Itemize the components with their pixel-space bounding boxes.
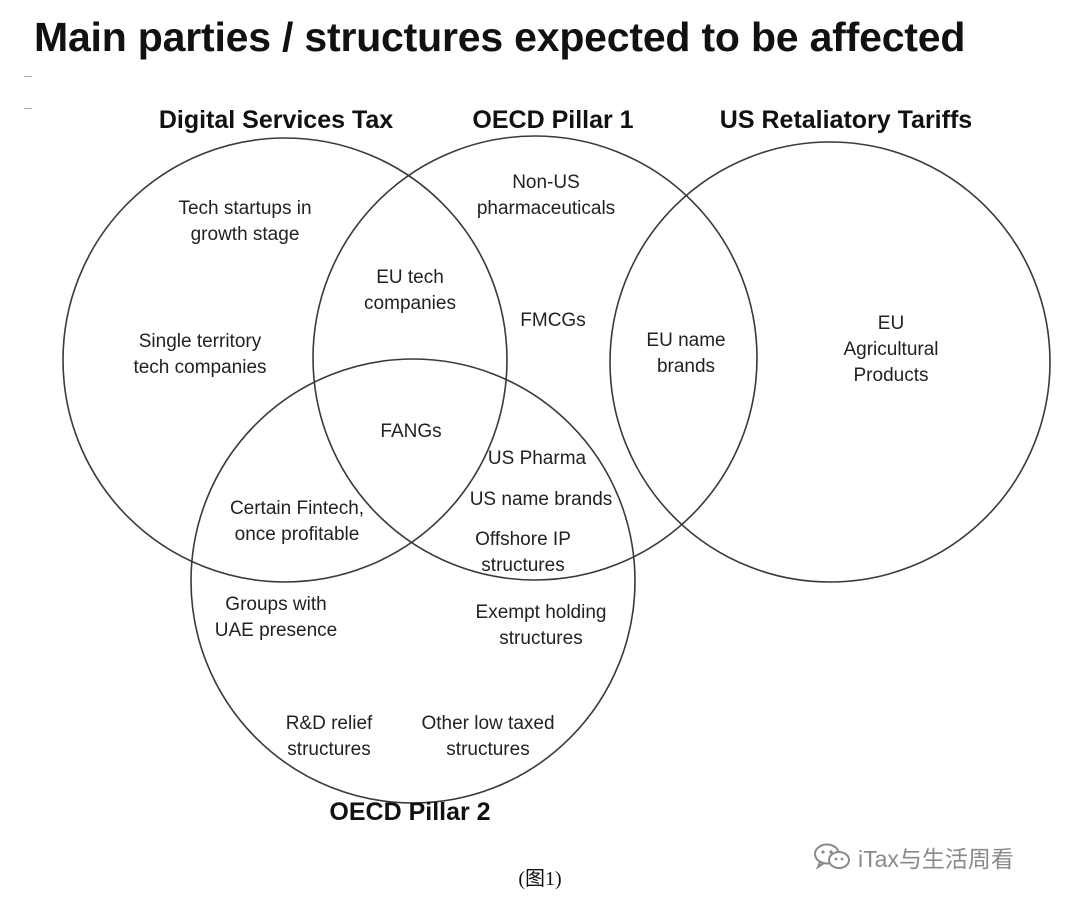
set-title-digital-services-tax: Digital Services Tax — [158, 106, 394, 134]
item-tech-startups: Tech startups in growth stage — [178, 198, 312, 245]
item-offshore-ip: Offshore IP structures — [475, 529, 571, 576]
item-us-name-brands: US name brands — [469, 489, 613, 510]
item-fangs: FANGs — [380, 421, 442, 442]
set-title-oecd-pillar-1: OECD Pillar 1 — [472, 106, 634, 134]
circle-us-retaliatory-tariffs — [609, 141, 1051, 583]
item-non-us-pharma: Non-US pharmaceuticals — [476, 172, 616, 219]
figure-caption: (图1) — [518, 868, 562, 890]
item-us-pharma: US Pharma — [487, 448, 587, 469]
item-groups-uae: Groups with UAE presence — [214, 594, 338, 641]
circle-oecd-pillar-1 — [312, 135, 758, 581]
item-eu-agricultural: EU Agricultural Products — [843, 313, 939, 386]
item-other-low-taxed: Other low taxed structures — [421, 713, 555, 760]
wechat-icon — [814, 843, 850, 870]
circle-oecd-pillar-2 — [190, 358, 636, 804]
margin-mark — [24, 108, 32, 109]
circle-digital-services-tax — [62, 137, 508, 583]
set-title-us-retaliatory-tariffs: US Retaliatory Tariffs — [719, 106, 973, 134]
item-exempt-holding: Exempt holding structures — [475, 602, 607, 649]
margin-mark — [24, 76, 32, 77]
item-single-territory: Single territory tech companies — [133, 331, 267, 378]
item-certain-fintech: Certain Fintech, once profitable — [229, 498, 365, 545]
item-fmcgs: FMCGs — [520, 310, 586, 331]
item-eu-name-brands: EU name brands — [646, 330, 726, 377]
item-eu-tech: EU tech companies — [364, 267, 456, 314]
watermark-text: iTax与生活周看 — [858, 846, 1014, 872]
page-title: Main parties / structures expected to be… — [34, 14, 966, 60]
set-title-oecd-pillar-2: OECD Pillar 2 — [329, 798, 491, 826]
watermark: iTax与生活周看 — [812, 840, 1014, 874]
item-rd-relief: R&D relief structures — [285, 713, 373, 760]
